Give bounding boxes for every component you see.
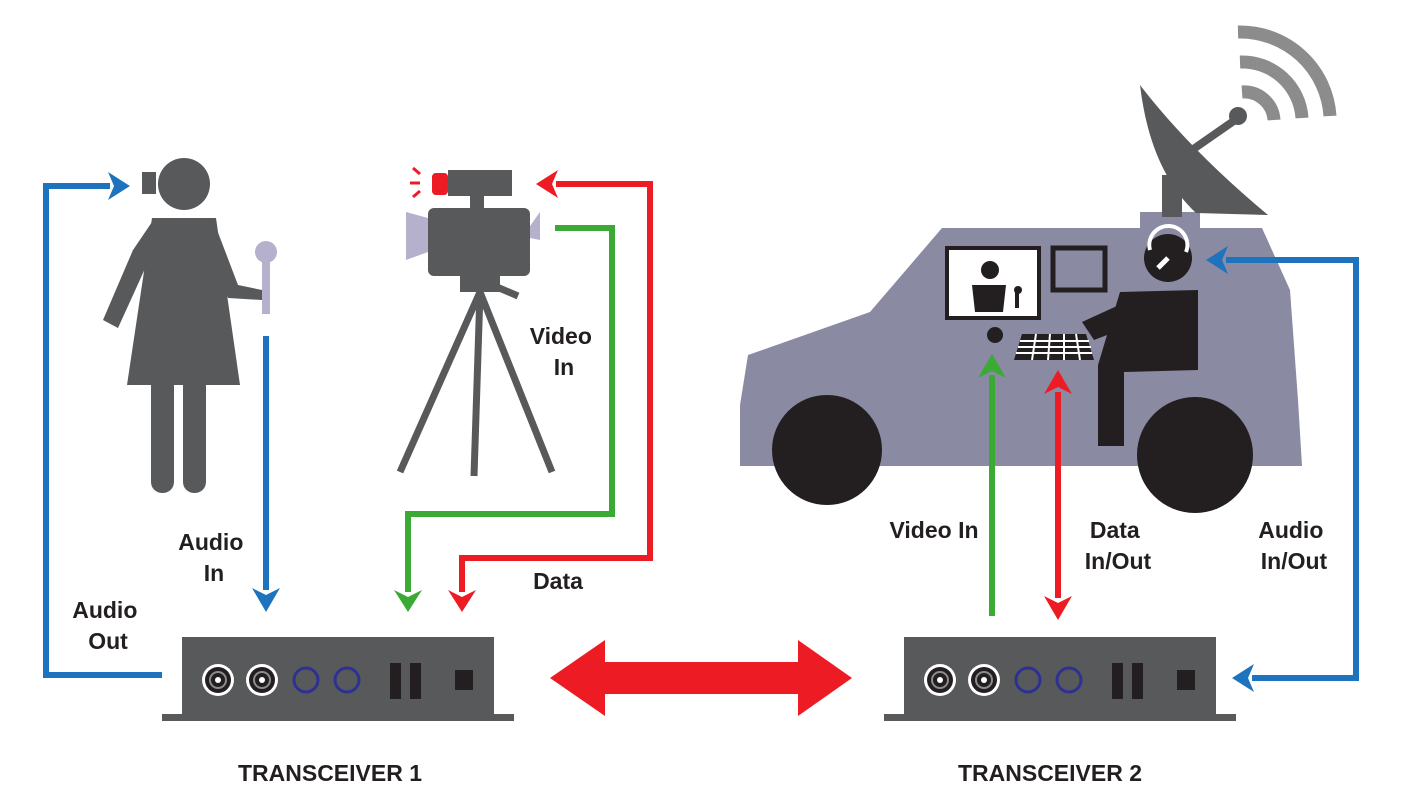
slot-icon bbox=[390, 663, 401, 699]
reporter-figure bbox=[103, 158, 262, 493]
wireless-link-arrow bbox=[550, 640, 852, 716]
label-data-in-out: Data In/Out bbox=[1085, 517, 1152, 574]
label-audio-out: Audio Out bbox=[72, 597, 144, 654]
data-camera-line bbox=[448, 170, 653, 612]
transceiver-2-label: TRANSCEIVER 2 bbox=[958, 760, 1142, 786]
transceiver-1-label: TRANSCEIVER 1 bbox=[238, 760, 422, 786]
video-in-van-line bbox=[978, 354, 1006, 616]
audio-in-line bbox=[252, 336, 280, 612]
port-ring-icon bbox=[333, 666, 361, 694]
audio-in-out-van-line bbox=[1206, 246, 1359, 692]
wifi-signal-icon bbox=[1237, 25, 1337, 121]
video-camera-icon bbox=[406, 170, 540, 276]
slot-icon bbox=[410, 663, 421, 699]
monitor-icon-2 bbox=[1050, 245, 1108, 293]
bnc-connector-icon bbox=[924, 664, 956, 696]
satellite-dish-icon bbox=[1140, 85, 1268, 217]
audio-out-line bbox=[43, 172, 162, 678]
tripod-icon bbox=[396, 276, 556, 477]
port-ring-icon bbox=[292, 666, 320, 694]
tally-light-icon bbox=[410, 166, 421, 199]
transceiver-1 bbox=[162, 637, 514, 721]
label-video-in-camera: Video In bbox=[530, 323, 599, 380]
slot-icon bbox=[1132, 663, 1143, 699]
monitor-icon bbox=[945, 246, 1041, 343]
label-video-in-van: Video In bbox=[889, 517, 978, 543]
label-audio-in-out: Audio In/Out bbox=[1258, 517, 1330, 574]
label-data-camera: Data bbox=[533, 568, 583, 594]
keyboard-icon bbox=[1014, 333, 1094, 361]
transceiver-2 bbox=[884, 637, 1236, 721]
data-in-out-van-line bbox=[1044, 370, 1072, 620]
bnc-connector-icon bbox=[202, 664, 234, 696]
microphone-icon bbox=[255, 241, 277, 314]
bnc-connector-icon bbox=[246, 664, 278, 696]
square-port-icon bbox=[455, 670, 473, 690]
headset-icon bbox=[1147, 224, 1190, 270]
bnc-connector-icon bbox=[968, 664, 1000, 696]
video-in-camera-line bbox=[394, 225, 615, 612]
port-ring-icon bbox=[1055, 666, 1083, 694]
label-audio-in: Audio In bbox=[178, 529, 250, 586]
slot-icon bbox=[1112, 663, 1123, 699]
port-ring-icon bbox=[1014, 666, 1042, 694]
square-port-icon bbox=[1177, 670, 1195, 690]
